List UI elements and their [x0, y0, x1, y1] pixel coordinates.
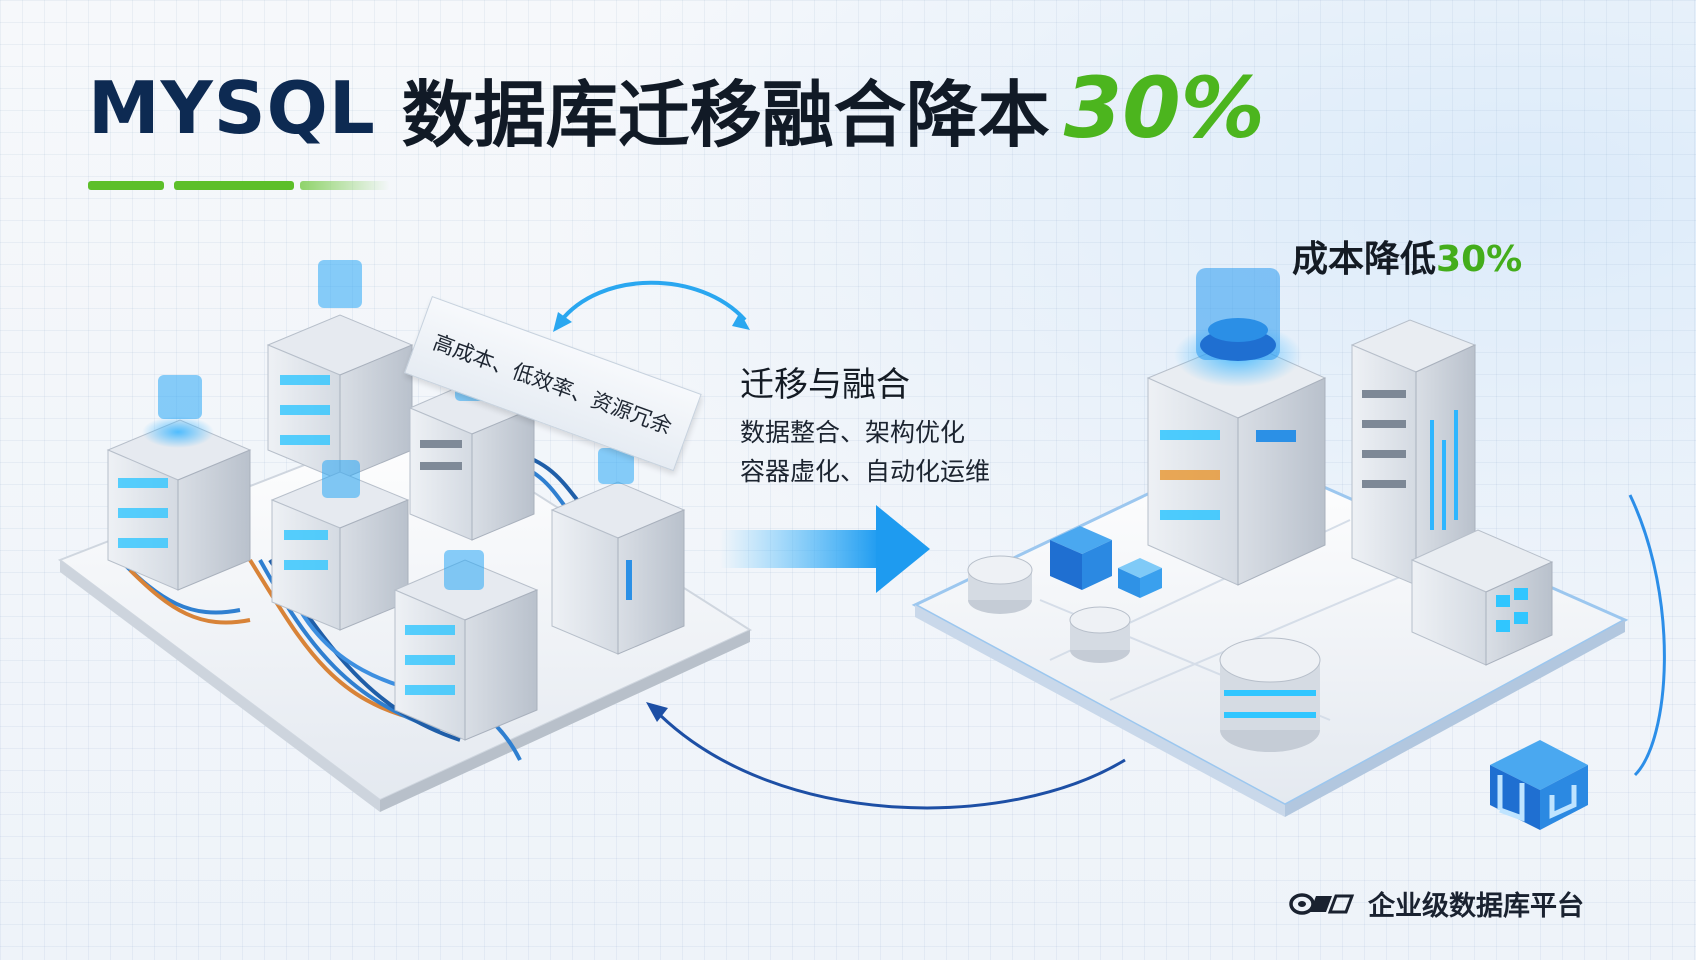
cost-percent: 30%	[1436, 239, 1523, 280]
cost-reduction-label: 成本降低30%	[1292, 230, 1522, 282]
title-brand: MYSQL	[88, 66, 376, 150]
legacy-server-5	[393, 550, 539, 741]
sync-arrow	[553, 280, 750, 332]
feature-line: 容器虚化、自动化运维	[740, 457, 991, 486]
database-cylinder-small-1	[967, 555, 1033, 614]
cost-label: 成本降低	[1292, 239, 1437, 280]
legacy-server-2	[266, 260, 414, 481]
converged-rack	[1350, 319, 1477, 586]
return-arrow	[646, 702, 1126, 810]
logo-cube	[1490, 740, 1588, 830]
converged-box	[1410, 529, 1554, 666]
legacy-server-6	[550, 448, 686, 655]
blue-node-cube	[1050, 526, 1162, 598]
accent-bar	[174, 181, 294, 190]
brand-text: 企业级数据库平台	[1368, 891, 1584, 922]
accent-bar	[88, 181, 164, 190]
footer-brand: 企业级数据库平台	[1288, 884, 1584, 923]
cloud-swoosh	[1628, 494, 1666, 777]
feature-line: 数据整合、架构优化	[740, 418, 966, 447]
migration-arrow	[720, 505, 930, 593]
brand-logo-icon	[1289, 892, 1355, 915]
migration-title: 迁移与融合	[740, 365, 910, 405]
legacy-server-1	[106, 375, 252, 591]
database-cylinder-large	[1219, 637, 1321, 752]
accent-bar	[300, 181, 390, 190]
converged-main-server	[1146, 268, 1327, 586]
legacy-server-4	[270, 460, 410, 631]
title-main: 数据库迁移融合降本	[401, 72, 1050, 157]
title-percent: 30%	[1063, 59, 1265, 157]
database-cylinder-small-2	[1069, 606, 1131, 663]
page-title: MYSQL 数据库迁移融合降本 30%	[88, 58, 1265, 158]
